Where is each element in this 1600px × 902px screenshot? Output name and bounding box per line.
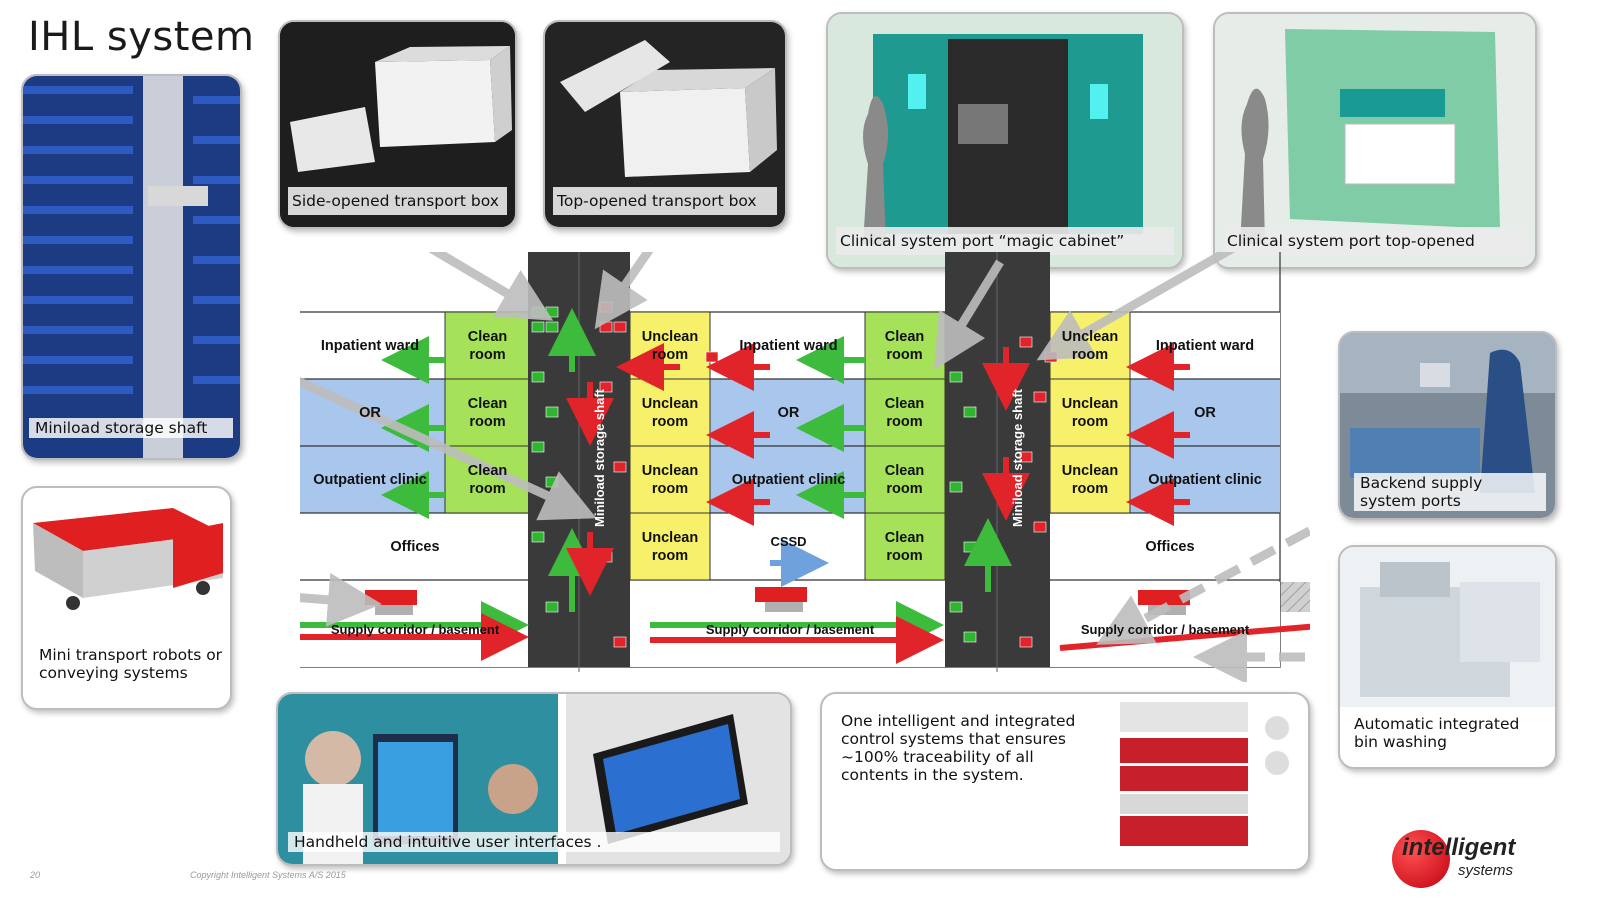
company-logo: intelligent systems	[1392, 828, 1542, 888]
control-card: One intelligent and integrated control s…	[820, 692, 1310, 871]
clean-room-label: Clean room	[884, 328, 925, 363]
supply-corridor-label: Supply corridor / basement	[330, 622, 500, 637]
control-diagram-illustration	[1120, 702, 1289, 846]
row-label-outpatient-left: Outpatient clinic	[313, 471, 427, 488]
row-label-or-mid: OR	[777, 404, 800, 421]
backend-caption: Backend supply system ports	[1354, 473, 1546, 511]
storage-shaft-label: Miniload storage shaft	[592, 389, 607, 527]
row-label-cssd: CSSD	[770, 534, 807, 549]
unclean-room-label: Unclean room	[1061, 462, 1119, 497]
row-label-offices-right: Offices	[1145, 538, 1195, 555]
top-box-caption: Top-opened transport box	[553, 187, 777, 215]
robot-card: Mini transport robots or conveying syste…	[21, 486, 232, 710]
row-label-offices-left: Offices	[390, 538, 440, 555]
logo-text-main: intelligent	[1402, 834, 1516, 861]
miniload-card: Miniload storage shaft	[21, 74, 242, 460]
magic-cabinet-card: Clinical system port “magic cabinet”	[826, 12, 1184, 269]
robot-illustration	[33, 508, 223, 610]
row-label-inpatient-mid: Inpatient ward	[739, 337, 838, 354]
unclean-room-label: Unclean room	[641, 395, 699, 430]
supply-corridor-label: Supply corridor / basement	[705, 622, 875, 637]
row-label-outpatient-mid: Outpatient clinic	[731, 471, 846, 488]
logo-text-sub: systems	[1458, 862, 1514, 879]
unclean-room-label: Unclean room	[641, 462, 699, 497]
backend-card: Backend supply system ports	[1338, 331, 1557, 520]
logo-ball-icon	[1392, 830, 1450, 888]
slide-title: IHL system	[28, 14, 255, 60]
unclean-room-label: Unclean room	[641, 328, 699, 363]
magic-cabinet-caption: Clinical system port “magic cabinet”	[836, 227, 1174, 255]
top-opened-port-caption: Clinical system port top-opened	[1223, 227, 1527, 255]
unclean-room-label: Unclean room	[641, 529, 699, 564]
clean-room-label: Clean room	[467, 395, 508, 430]
magic-cabinet-illustration	[828, 14, 1182, 267]
unclean-room-label: Unclean room	[1061, 395, 1119, 430]
side-box-card: Side-opened transport box	[278, 20, 517, 229]
row-label-inpatient-right: Inpatient ward	[1155, 337, 1255, 354]
supply-corridor-label: Supply corridor / basement	[1080, 622, 1250, 637]
clean-room-label: Clean room	[884, 529, 925, 564]
handheld-card: Handheld and intuitive user interfaces .	[276, 692, 792, 866]
unclean-room-label: Unclean room	[1061, 328, 1119, 363]
control-text: One intelligent and integrated control s…	[841, 712, 1076, 784]
clean-room-label: Clean room	[884, 395, 925, 430]
clean-room-label: Clean room	[467, 328, 508, 363]
bin-washing-caption: Automatic integrated bin washing	[1354, 715, 1520, 751]
top-opened-port-card: Clinical system port top-opened	[1213, 12, 1537, 269]
robot-caption: Mini transport robots or conveying syste…	[39, 646, 223, 682]
top-box-card: Top-opened transport box	[543, 20, 787, 229]
copyright-text: Copyright Intelligent Systems A/S 2015	[190, 870, 346, 880]
miniload-caption: Miniload storage shaft	[29, 418, 233, 438]
row-label-or-left: OR	[359, 404, 381, 421]
clean-room-label: Clean room	[884, 462, 925, 497]
bin-washing-card: Automatic integrated bin washing	[1338, 545, 1557, 769]
clean-room-label: Clean room	[467, 462, 508, 497]
top-opened-port-illustration	[1215, 14, 1535, 267]
row-label-outpatient-right: Outpatient clinic	[1148, 471, 1262, 488]
handheld-caption: Handheld and intuitive user interfaces .	[288, 832, 780, 852]
row-label-or-right: OR	[1194, 404, 1216, 421]
storage-shaft-label: Miniload storage shaft	[1010, 389, 1025, 527]
page-number: 20	[30, 870, 41, 880]
row-label-inpatient-left: Inpatient ward	[320, 337, 420, 354]
ihl-diagram: Inpatient ward OR Outpatient clinic Offi…	[300, 252, 1310, 682]
bin-washing-illustration	[1340, 547, 1555, 707]
side-box-caption: Side-opened transport box	[288, 187, 507, 215]
miniload-illustration	[23, 76, 240, 458]
diagram-background	[300, 252, 1310, 682]
